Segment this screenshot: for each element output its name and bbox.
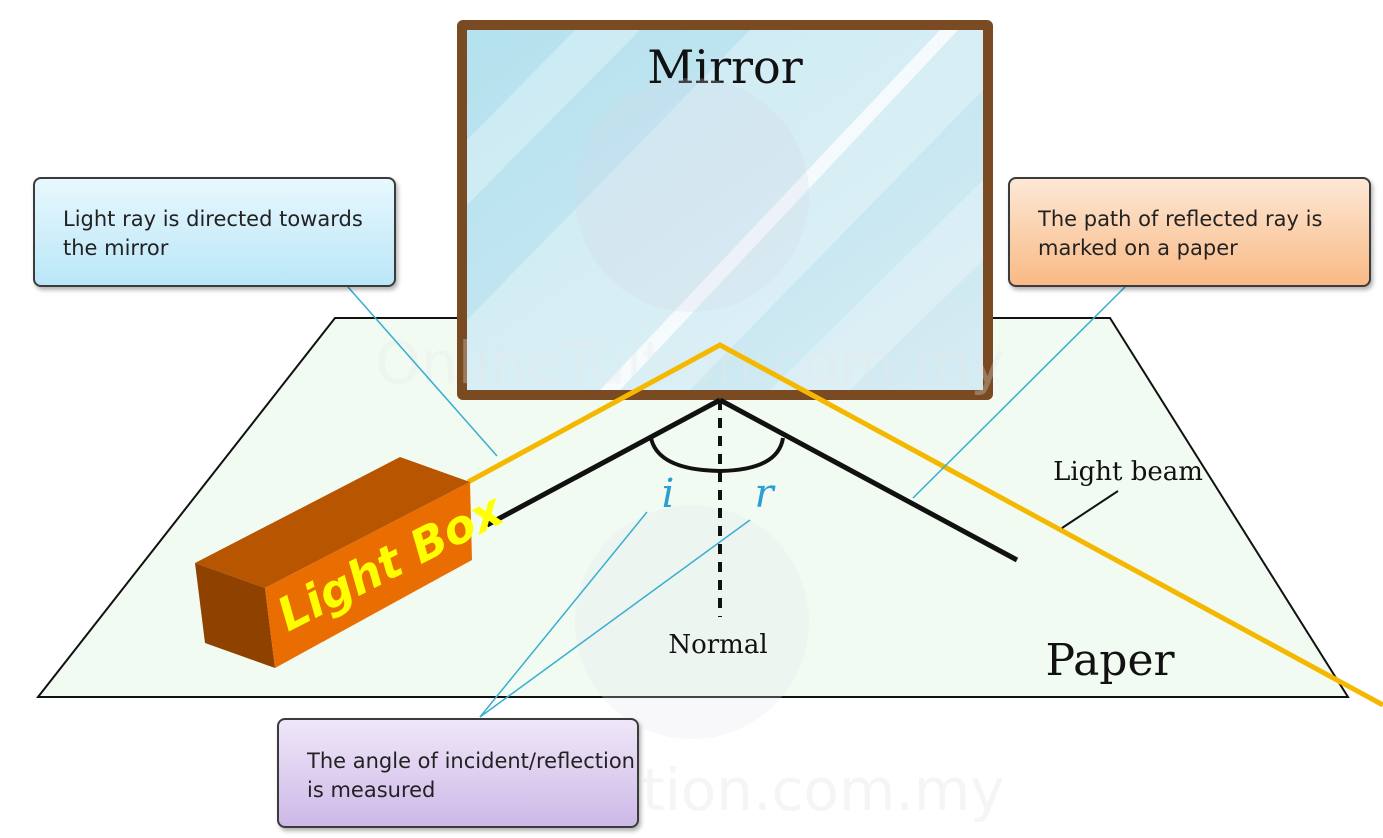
angle-arc-incident xyxy=(649,437,721,473)
leader-incident xyxy=(347,286,498,457)
callout-incident-line1: Light ray is directed towards xyxy=(63,207,363,231)
light-box: Light Box xyxy=(195,457,513,668)
callout-measure: The angle of incident/reflection is meas… xyxy=(277,718,639,828)
angle-arc-reflection xyxy=(719,437,785,473)
callout-reflected: The path of reflected ray is marked on a… xyxy=(1008,177,1371,287)
watermark-emblem-top xyxy=(575,78,809,312)
callout-reflected-box xyxy=(1008,177,1371,287)
callout-incident-box xyxy=(33,177,396,287)
mirror-reflection-band-3 xyxy=(770,180,983,390)
leader-measure-r xyxy=(479,519,751,718)
mirror-reflection-band xyxy=(467,30,983,390)
light-box-top xyxy=(195,457,470,588)
callout-measure-line2: is measured xyxy=(307,778,435,802)
light-beam-label: Light beam xyxy=(1053,457,1203,487)
angle-r-label: r xyxy=(754,471,776,517)
leader-reflected xyxy=(912,286,1126,499)
light-beam-pointer xyxy=(1061,490,1119,529)
watermark: OnlineTuition.com.my OnlineTuition.com.m… xyxy=(375,78,1005,824)
mirror-label: Mirror xyxy=(647,40,802,94)
callout-reflected-line1: The path of reflected ray is xyxy=(1037,207,1322,231)
light-beam xyxy=(466,342,1383,708)
light-box-left xyxy=(195,563,275,668)
callout-incident: Light ray is directed towards the mirror xyxy=(33,177,396,287)
mirror-reflection-band-2 xyxy=(467,30,640,205)
light-box-front xyxy=(265,482,472,668)
callout-reflected-line2: marked on a paper xyxy=(1038,236,1238,260)
callout-incident-line2: the mirror xyxy=(63,236,169,260)
incident-path-line xyxy=(485,397,722,528)
callout-measure-box xyxy=(277,718,639,828)
watermark-emblem-bottom xyxy=(575,505,809,739)
normal-label: Normal xyxy=(668,630,767,660)
mirror: Mirror xyxy=(457,20,993,400)
mirror-reflection-streak xyxy=(600,30,958,390)
paper-label: Paper xyxy=(1045,635,1175,686)
angle-i-label: i xyxy=(662,471,675,517)
leader-measure-i xyxy=(479,511,648,718)
reflected-path-line xyxy=(718,397,1019,563)
callout-measure-line1: The angle of incident/reflection xyxy=(306,749,635,773)
